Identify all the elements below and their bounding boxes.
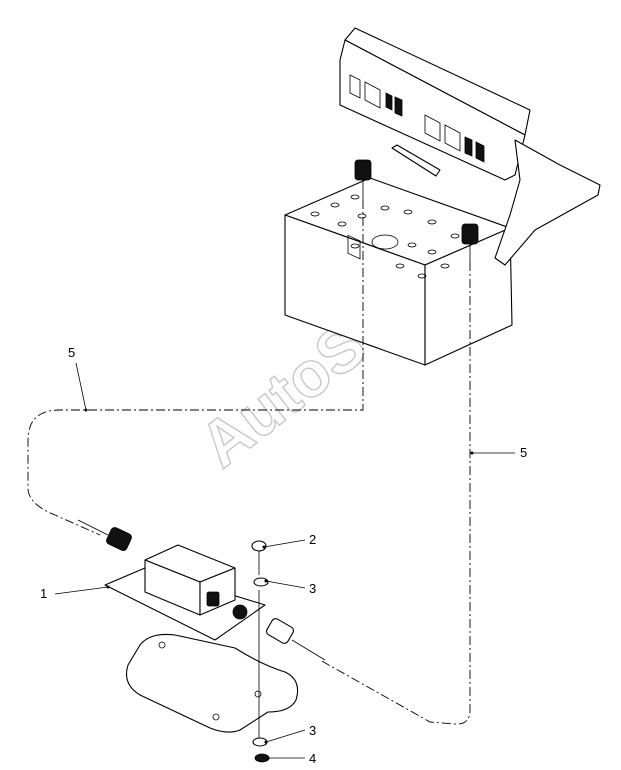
panel-handle (391, 144, 441, 177)
lower-assembly (77, 519, 326, 763)
leader-lines (54, 362, 515, 760)
callout-2: 2 (309, 532, 316, 547)
panel-gauges (347, 74, 485, 260)
callout-5-right: 5 (520, 445, 527, 460)
side-bracket (494, 139, 601, 266)
callout-1: 1 (40, 586, 47, 601)
box-top-holes (310, 194, 460, 279)
callout-3-upper: 3 (309, 581, 316, 596)
upper-connector-left (354, 159, 372, 200)
washer-upper (253, 577, 269, 587)
mounting-pad (125, 633, 299, 733)
callout-3-lower: 3 (309, 723, 316, 738)
callout-4: 4 (309, 751, 316, 766)
lower-connector-right (266, 618, 326, 661)
cable-right (319, 262, 471, 725)
callout-5-left: 5 (68, 345, 75, 360)
bolt (251, 540, 267, 740)
box-right (424, 227, 513, 366)
upper-connector-right (461, 223, 479, 262)
lower-connector-left (77, 519, 132, 551)
box-cap (232, 604, 248, 620)
box-connector (206, 591, 220, 607)
console-assembly (284, 27, 601, 366)
cable-left (27, 200, 364, 536)
